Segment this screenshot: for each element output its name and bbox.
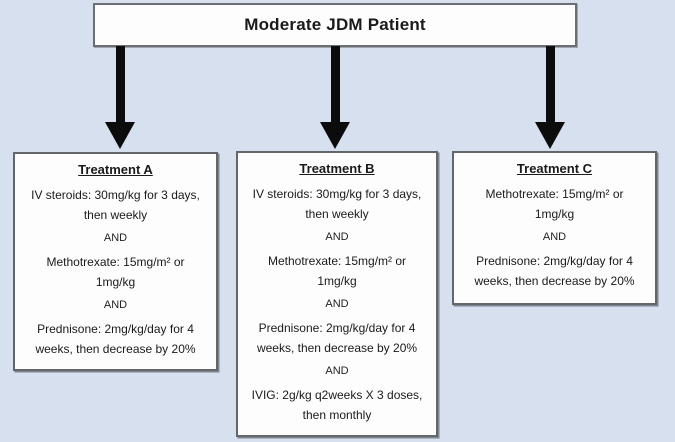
- and-separator: AND: [325, 365, 349, 377]
- treatment-item: IV steroids: 30mg/kg for 3 days, then we…: [31, 188, 200, 222]
- treatment-item: IVIG: 2g/kg q2weeks X 3 doses, then mont…: [251, 388, 423, 422]
- arrow-head: [535, 122, 565, 149]
- treatment-item: Methotrexate: 15mg/m² or 1mg/kg: [485, 187, 624, 221]
- treatment-b-box: Treatment B IV steroids: 30mg/kg for 3 d…: [236, 151, 438, 437]
- treatment-body: IV steroids: 30mg/kg for 3 days, then we…: [20, 185, 211, 359]
- treatment-item: Prednisone: 2mg/kg/day for 4 weeks, then…: [256, 321, 418, 355]
- down-arrow-icon: [320, 46, 350, 149]
- treatment-body: IV steroids: 30mg/kg for 3 days, then we…: [243, 184, 431, 425]
- treatment-item: Prednisone: 2mg/kg/day for 4 weeks, then…: [35, 322, 196, 356]
- and-separator: AND: [325, 298, 349, 310]
- treatment-heading: Treatment C: [516, 161, 593, 176]
- treatment-heading: Treatment A: [78, 162, 153, 177]
- treatment-item: IV steroids: 30mg/kg for 3 days, then we…: [252, 187, 422, 221]
- and-separator: AND: [103, 299, 128, 311]
- down-arrow-icon: [105, 46, 135, 149]
- page-title: Moderate JDM Patient: [244, 15, 426, 34]
- down-arrow-icon: [535, 46, 565, 149]
- treatment-c-box: Treatment C Methotrexate: 15mg/m² or 1mg…: [452, 151, 657, 305]
- arrow-head: [320, 122, 350, 149]
- treatment-item: Prednisone: 2mg/kg/day for 4 weeks, then…: [474, 254, 635, 288]
- arrow-shaft: [545, 46, 555, 122]
- and-separator: AND: [103, 232, 128, 244]
- moderate-jdm-patient-node: Moderate JDM Patient: [93, 3, 577, 47]
- arrow-head: [105, 122, 135, 149]
- arrow-shaft: [330, 46, 340, 122]
- and-separator: AND: [542, 231, 567, 243]
- treatment-item: Methotrexate: 15mg/m² or 1mg/kg: [267, 254, 407, 288]
- and-separator: AND: [325, 231, 349, 243]
- arrow-shaft: [115, 46, 125, 122]
- treatment-item: Methotrexate: 15mg/m² or 1mg/kg: [46, 255, 185, 289]
- treatment-a-box: Treatment A IV steroids: 30mg/kg for 3 d…: [13, 152, 218, 371]
- treatment-heading: Treatment B: [299, 161, 375, 176]
